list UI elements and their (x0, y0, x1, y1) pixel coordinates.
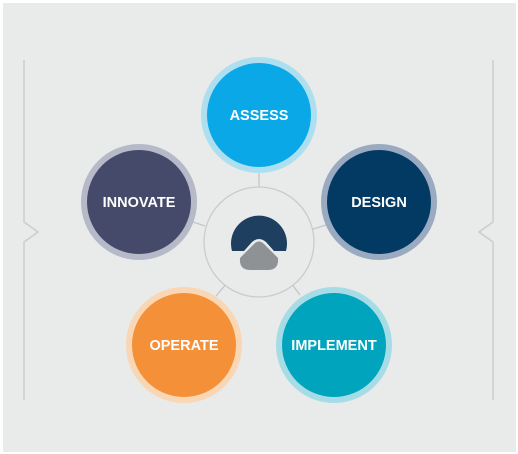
node-design: DESIGN (321, 144, 437, 260)
node-assess-label: ASSESS (230, 108, 289, 124)
right-bracket (477, 60, 494, 400)
node-implement-label: IMPLEMENT (291, 338, 377, 354)
arc-logo-icon (231, 215, 287, 270)
node-implement: IMPLEMENT (276, 287, 392, 403)
node-innovate-label: INNOVATE (103, 195, 176, 211)
node-operate-label: OPERATE (149, 338, 218, 354)
node-assess: ASSESS (201, 57, 317, 173)
node-operate: OPERATE (126, 287, 242, 403)
connector-innovate (192, 221, 206, 227)
left-bracket (23, 60, 40, 400)
node-innovate: INNOVATE (81, 144, 197, 260)
node-design-label: DESIGN (351, 195, 407, 211)
